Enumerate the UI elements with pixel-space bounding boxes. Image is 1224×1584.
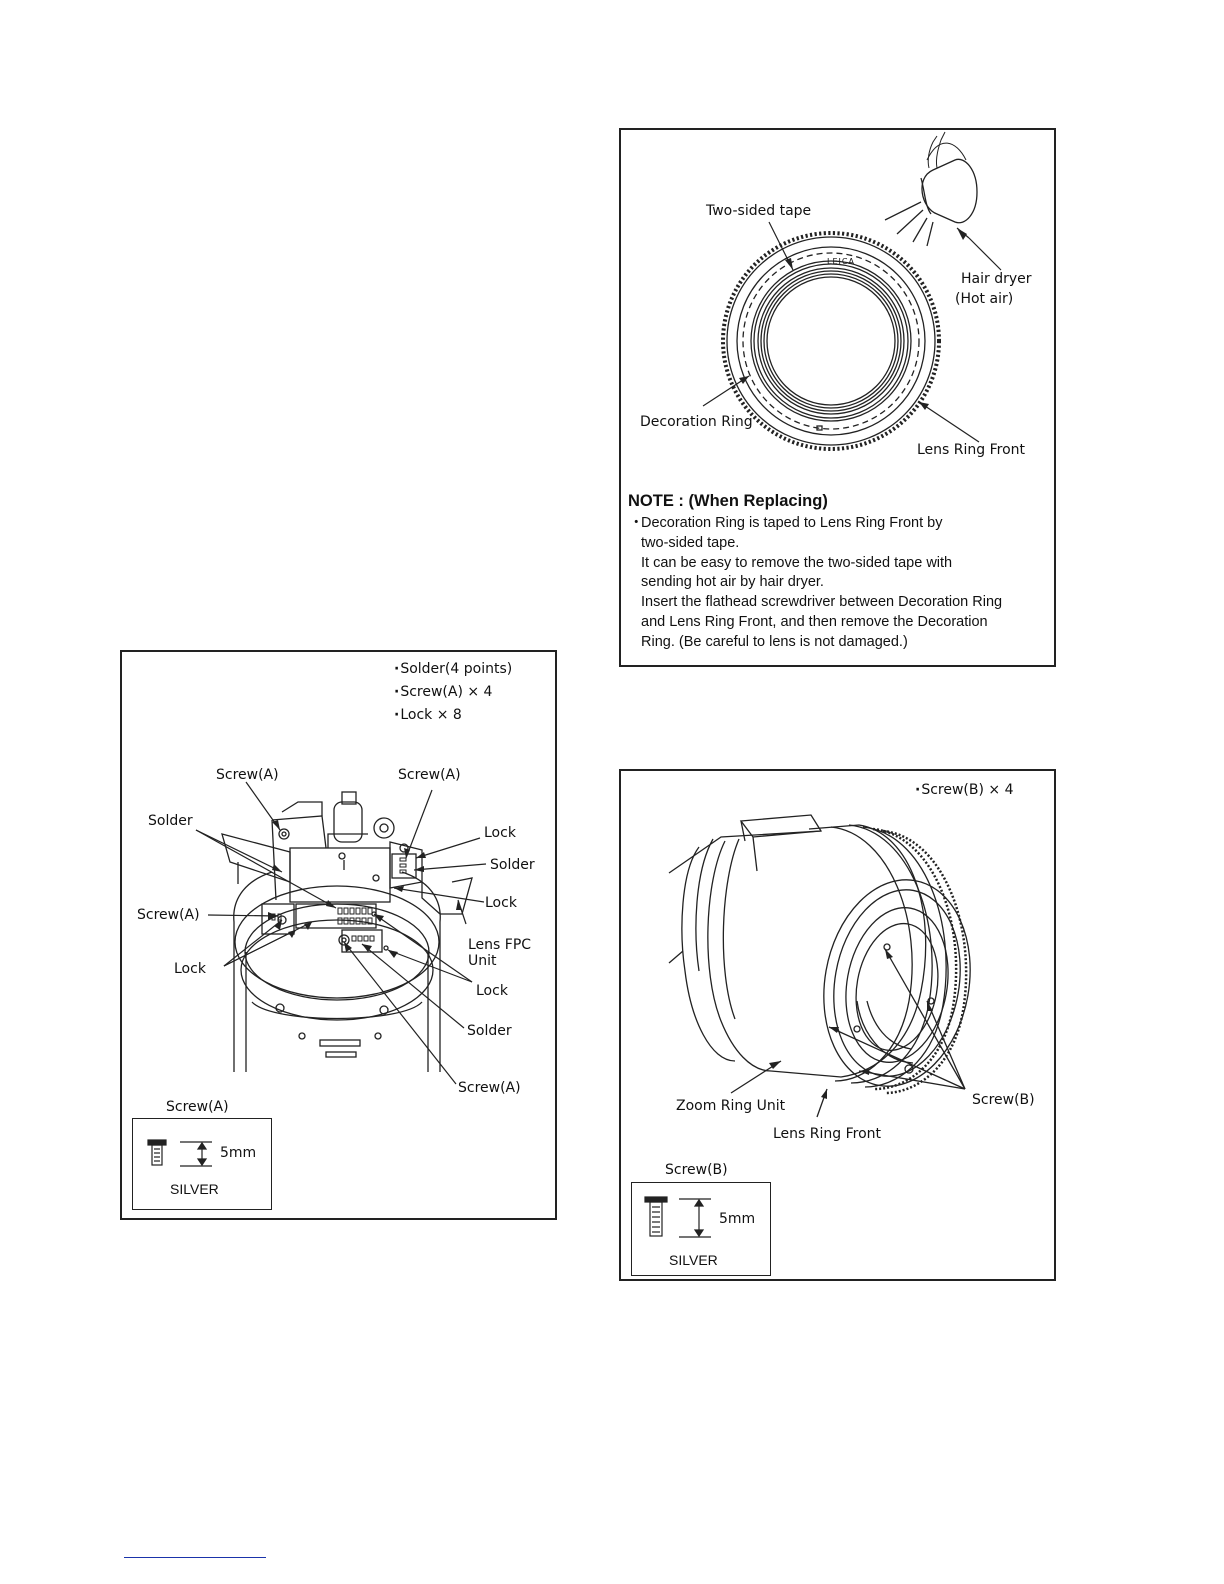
- screw-size-label: 5mm: [719, 1211, 756, 1227]
- screw-a-top-left-label: Screw(A): [216, 767, 279, 783]
- requirements-list: Screw(B) × 4: [915, 779, 1013, 802]
- zoom-ring-illustration: [644, 814, 971, 1238]
- decoration-ring-label: Decoration Ring: [640, 414, 753, 430]
- decoration-ring-panel: Two-sided tape Hair dryer (Hot air) Deco…: [619, 128, 1056, 667]
- solder-left-label: Solder: [148, 813, 193, 829]
- note-line: Decoration Ring is taped to Lens Ring Fr…: [641, 515, 943, 531]
- screw-box-title: Screw(A): [166, 1099, 229, 1115]
- lock-top-right-label: Lock: [484, 825, 516, 841]
- zoom-ring-unit-label: Zoom Ring Unit: [676, 1098, 786, 1114]
- lens-ring-front-label: Lens Ring Front: [773, 1126, 882, 1142]
- screw-a-top-right-label: Screw(A): [398, 767, 461, 783]
- note-line: Ring. (Be careful to lens is not damaged…: [641, 633, 908, 650]
- hot-air-label: (Hot air): [955, 291, 1014, 307]
- hair-dryer-label: Hair dryer: [961, 271, 1032, 287]
- zoom-ring-panel: Screw(B) × 4: [619, 769, 1056, 1281]
- lens-fpc-unit-label: Lens FPC: [468, 937, 532, 953]
- note-line: and Lens Ring Front, and then remove the…: [641, 613, 988, 630]
- note-line: Insert the flathead screwdriver between …: [641, 594, 1003, 611]
- lens-fpc-unit-panel: Solder(4 points) Screw(A) × 4 Lock × 8: [120, 650, 557, 1220]
- solder-lower-label: Solder: [467, 1023, 512, 1039]
- note-line: It can be easy to remove the two-sided t…: [641, 554, 953, 571]
- screw-box-title: Screw(B): [665, 1162, 728, 1178]
- screw-size-label: 5mm: [220, 1145, 257, 1161]
- lens-ring-front-label: Lens Ring Front: [917, 442, 1026, 458]
- requirement-item: Screw(B) × 4: [915, 779, 1013, 802]
- note-bullet: ・: [629, 515, 644, 531]
- screw-finish-label: SILVER: [669, 1252, 718, 1268]
- screw-a-spec-box: [132, 1118, 272, 1210]
- note-line: two-sided tape.: [641, 534, 740, 551]
- lock-mid-right-label: Lock: [485, 895, 517, 911]
- screw-b-spec-box: [631, 1182, 771, 1276]
- two-sided-tape-label: Two-sided tape: [706, 203, 812, 219]
- lens-fpc-unit-label-2: Unit: [468, 953, 497, 969]
- note-line: sending hot air by hair dryer.: [641, 574, 824, 591]
- screw-b-label: Screw(B): [972, 1092, 1035, 1108]
- screw-finish-label: SILVER: [170, 1181, 219, 1197]
- decoration-ring-illustration: [702, 131, 1002, 451]
- brand-mark: LEICA: [827, 257, 855, 266]
- solder-right-label: Solder: [490, 857, 535, 873]
- requirement-item: Screw(A) × 4: [394, 681, 512, 704]
- footer-rule: [124, 1557, 266, 1558]
- lock-left-label: Lock: [174, 961, 206, 977]
- lens-fpc-illustration: [147, 781, 487, 1167]
- requirement-item: Lock × 8: [394, 704, 512, 727]
- requirements-list: Solder(4 points) Screw(A) × 4 Lock × 8: [394, 658, 512, 727]
- screw-a-mid-left-label: Screw(A): [137, 907, 200, 923]
- screw-a-bottom-label: Screw(A): [458, 1080, 521, 1096]
- lock-lower-right-label: Lock: [476, 983, 508, 999]
- note-body: ・ Decoration Ring is taped to Lens Ring …: [629, 514, 1003, 653]
- requirement-item: Solder(4 points): [394, 658, 512, 681]
- note-title: NOTE : (When Replacing): [628, 492, 828, 510]
